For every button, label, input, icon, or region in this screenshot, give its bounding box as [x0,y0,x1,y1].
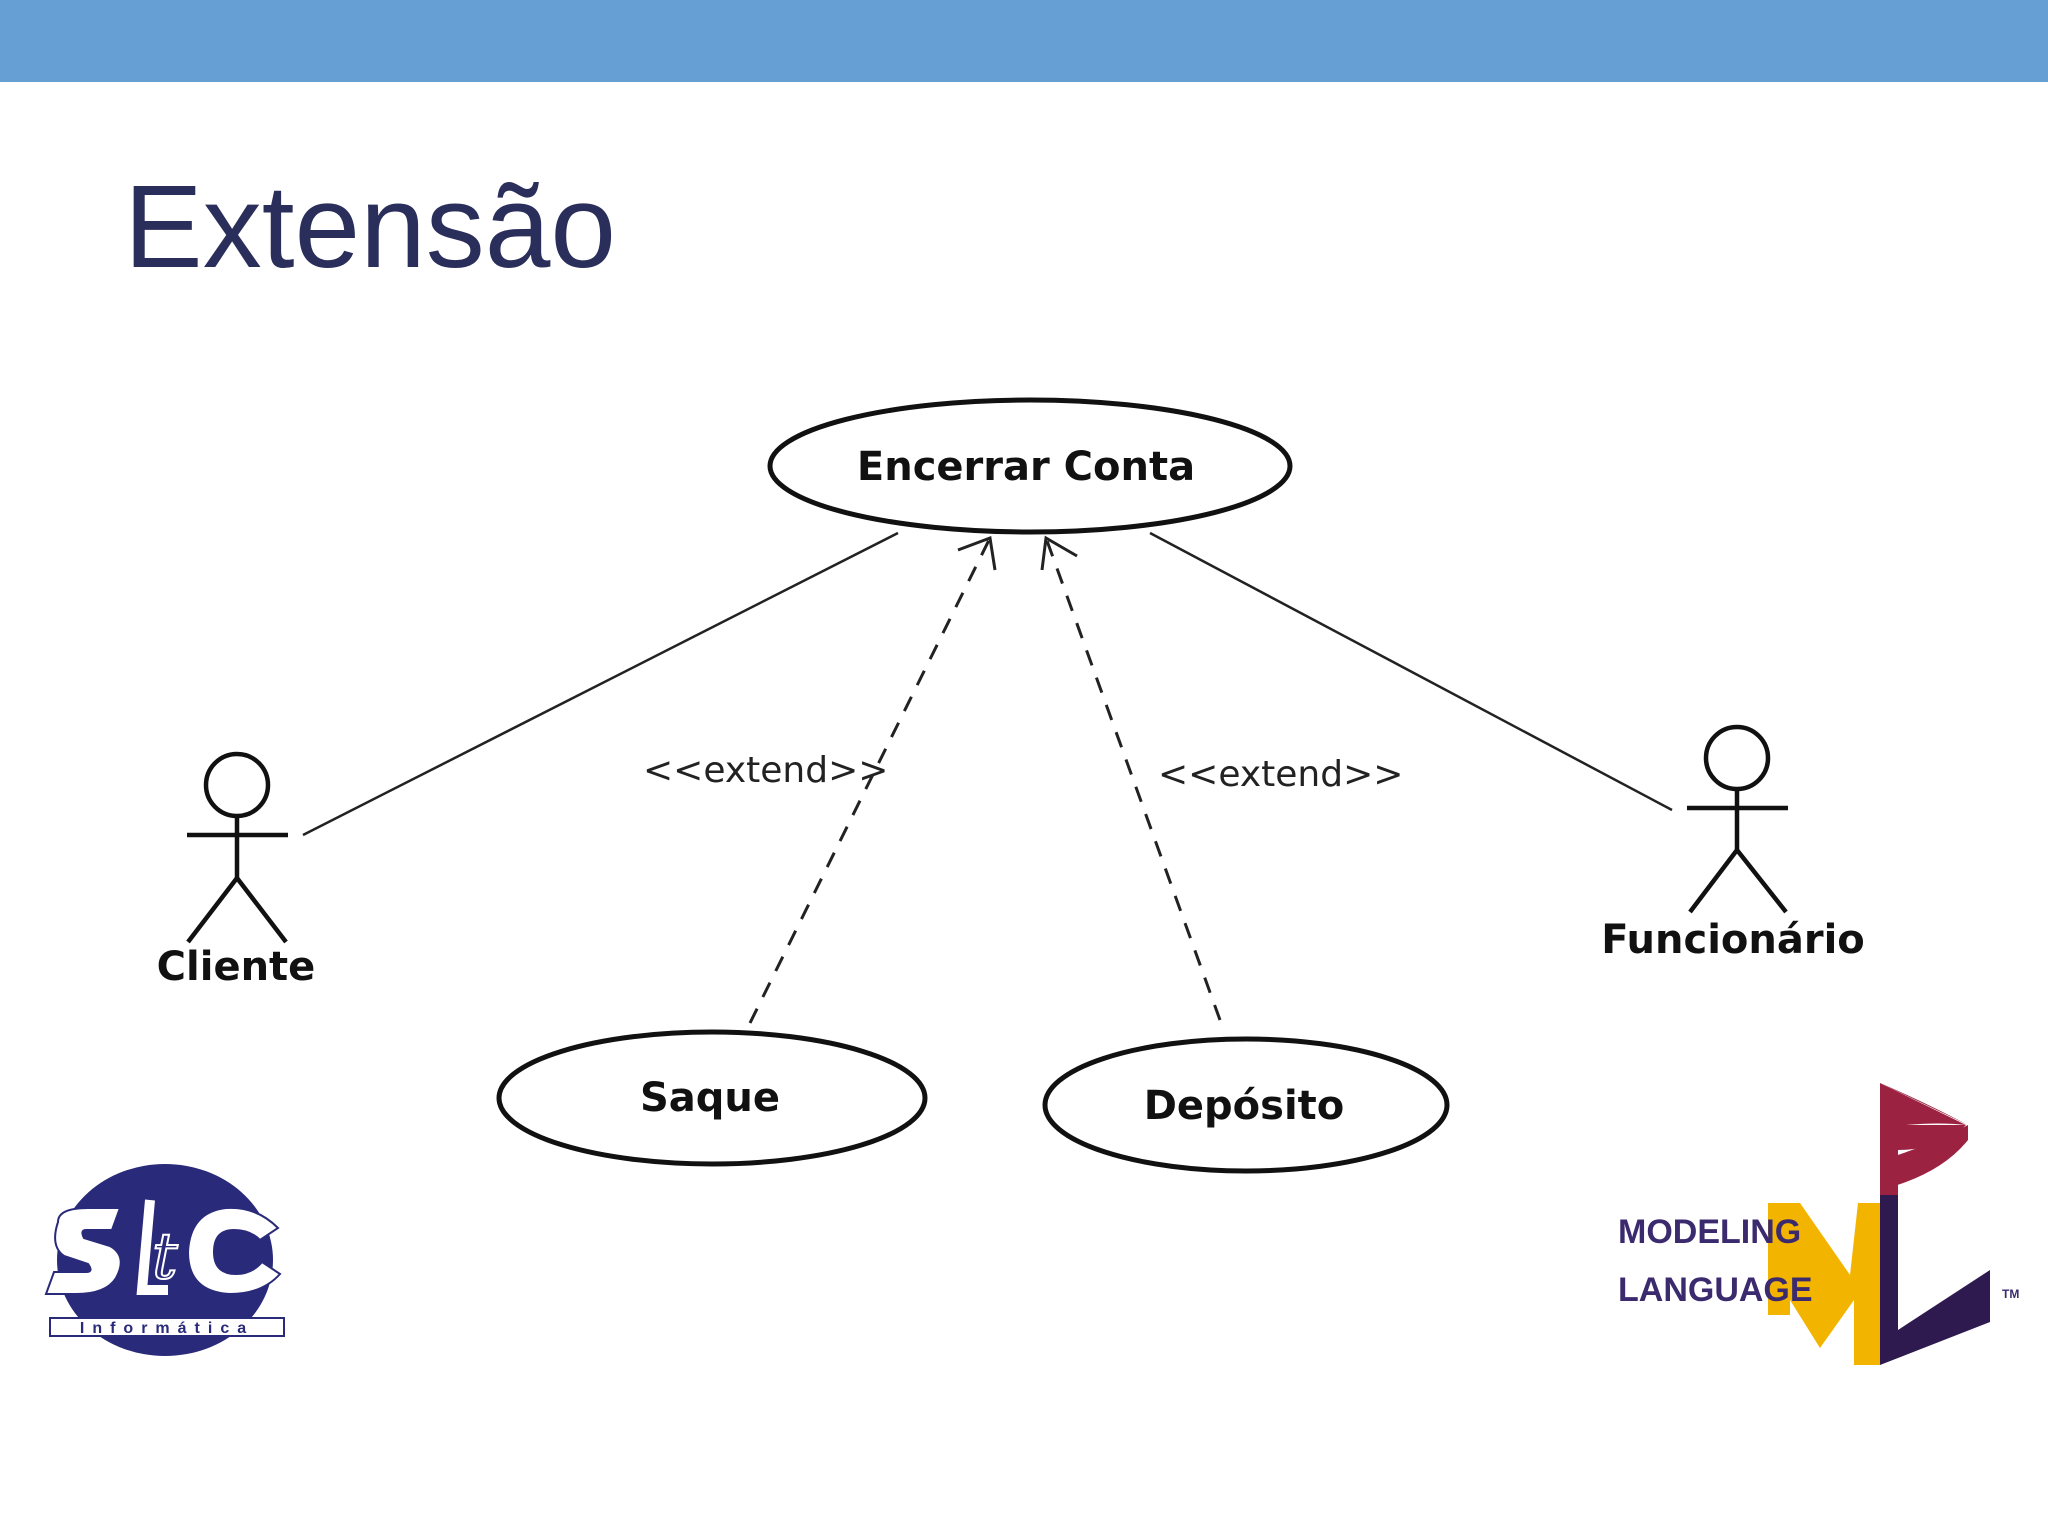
use-case-saque: Saque [496,1029,928,1167]
extend-label-right: <<extend>> [1158,754,1403,795]
uml-logo-line1: MODELING [1618,1213,1801,1251]
slide-title: Extensão [124,161,616,293]
use-case-label: Depósito [1144,1083,1345,1129]
actor-cliente [186,751,288,944]
extend-dependency-deposito [1040,535,1222,1021]
uml-logo-line2: LANGUAGE [1618,1271,1813,1309]
extend-label-left: <<extend>> [643,750,888,791]
use-case-encerrar-conta: Encerrar Conta [767,397,1293,535]
association-cliente [302,531,899,837]
svg-text:t: t [152,1220,178,1294]
actor-head-icon [1703,724,1771,792]
actor-head-icon [203,751,271,819]
extend-dependency-saque [748,535,997,1024]
actor-funcionario [1687,724,1788,914]
association-funcionario [1149,531,1673,812]
use-case-label: Saque [640,1075,780,1121]
uml-logo-tm: TM [2002,1287,2019,1301]
top-bar [0,0,2048,82]
actor-label-cliente: Cliente [157,944,316,990]
uml-logo: MODELING LANGUAGE TM [1618,1083,2019,1365]
stc-logo: t Informática [44,1164,285,1356]
use-case-deposito: Depósito [1042,1036,1450,1174]
actor-label-funcionario: Funcionário [1601,917,1865,963]
use-case-label: Encerrar Conta [857,444,1195,490]
stc-logo-subtitle: Informática [80,1320,254,1337]
